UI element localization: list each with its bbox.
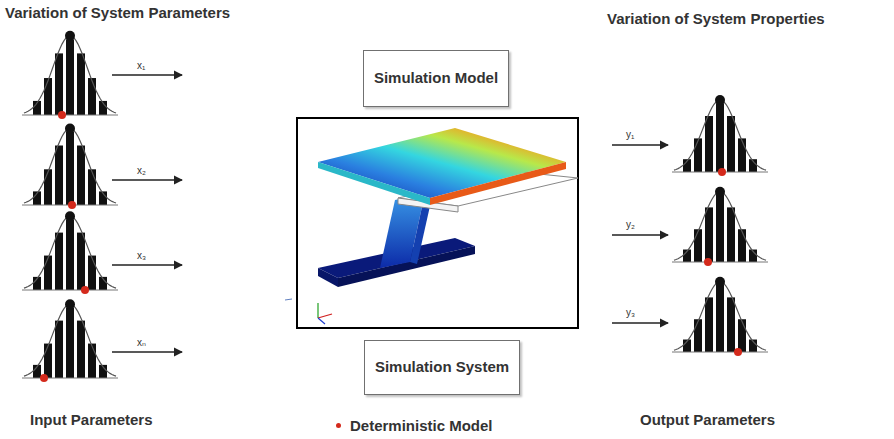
histogram-axis: [22, 378, 118, 379]
histogram-bar: [44, 78, 52, 115]
histogram-bar: [55, 53, 63, 115]
histogram: [22, 211, 118, 294]
histogram-bar: [88, 256, 96, 290]
histogram-bar: [738, 138, 746, 172]
flow-arrow: [112, 74, 182, 75]
deterministic-dot: [718, 168, 726, 176]
legend-dot: [336, 423, 341, 428]
histogram: [22, 31, 118, 119]
input-variable: x₂: [137, 165, 146, 176]
legend-text: Deterministic Model: [350, 417, 493, 434]
histogram-bar: [44, 344, 52, 378]
bell-curve: [674, 282, 766, 350]
deterministic-dot: [704, 258, 712, 266]
histogram-bar: [44, 256, 52, 290]
histogram: [22, 299, 118, 382]
axis-caption: Input Parameters: [30, 411, 153, 428]
histogram-bar: [55, 321, 63, 378]
histogram-axis: [672, 352, 768, 353]
histogram-bar: [44, 169, 52, 205]
process-box: Simulation Model: [363, 50, 509, 107]
bell-curve: [674, 100, 766, 170]
histogram-bar: [55, 146, 63, 206]
histogram-bar: [738, 319, 746, 352]
histogram-bar: [727, 297, 735, 352]
bell-curve: [674, 192, 766, 260]
histogram-bar: [716, 195, 724, 262]
histogram-bar: [77, 321, 85, 378]
histogram-bar: [77, 146, 85, 206]
histogram-bar: [716, 285, 724, 352]
flow-arrow: [112, 179, 182, 180]
histogram-bar: [66, 219, 74, 290]
peak-dot: [65, 124, 75, 134]
output-variable: y₃: [626, 307, 635, 318]
input-variable: xₙ: [137, 337, 146, 348]
histogram-bar: [77, 233, 85, 290]
box-label: Simulation System: [375, 358, 509, 377]
histogram-bar: [694, 138, 702, 172]
histogram-bar: [705, 297, 713, 352]
histogram-bar: [738, 229, 746, 262]
histogram-bar: [727, 116, 735, 172]
peak-dot: [65, 31, 75, 41]
histogram-bar: [66, 132, 74, 205]
flow-arrow: [612, 234, 668, 235]
histogram-bar: [694, 319, 702, 352]
column-heading: Variation of System Properties: [607, 10, 825, 27]
histogram-bar: [88, 344, 96, 378]
histogram-axis: [22, 290, 118, 291]
histogram-axis: [672, 262, 768, 263]
histogram-axis: [22, 115, 118, 116]
bell-curve: [24, 304, 116, 376]
histogram-bar: [727, 207, 735, 262]
histogram-bar: [55, 233, 63, 290]
flow-arrow: [112, 264, 182, 265]
peak-dot: [65, 299, 75, 309]
output-variable: y₁: [626, 129, 634, 140]
histogram-bar: [694, 229, 702, 262]
deterministic-dot: [734, 348, 742, 356]
bell-curve: [24, 216, 116, 288]
histogram: [672, 187, 768, 266]
flow-arrow: [612, 144, 668, 145]
flow-arrow: [112, 351, 182, 352]
peak-dot: [715, 95, 725, 105]
histogram: [672, 95, 768, 176]
flow-arrow: [612, 322, 668, 323]
legend-entry: Deterministic Model: [336, 417, 493, 434]
bell-curve: [24, 129, 116, 204]
histogram-bar: [705, 116, 713, 172]
histogram: [22, 124, 118, 210]
deterministic-dot: [68, 201, 76, 209]
histogram-bar: [705, 207, 713, 262]
histogram-bar: [88, 78, 96, 115]
deterministic-dot: [40, 374, 48, 382]
process-box: Simulation System: [364, 340, 520, 395]
histogram-bar: [66, 39, 74, 115]
histogram-bar: [716, 103, 724, 172]
input-variable: x₁: [137, 60, 145, 71]
deterministic-dot: [58, 111, 66, 119]
peak-dot: [715, 277, 725, 287]
column-heading: Variation of System Parameters: [5, 4, 230, 21]
peak-dot: [65, 211, 75, 221]
histogram: [672, 277, 768, 356]
peak-dot: [715, 187, 725, 197]
bell-curve: [24, 36, 116, 113]
box-label: Simulation Model: [374, 69, 498, 88]
axis-caption: Output Parameters: [640, 411, 775, 428]
histogram-bar: [88, 169, 96, 205]
distribution-histograms: [22, 31, 768, 382]
histogram-bar: [66, 307, 74, 378]
output-variable: y₂: [626, 219, 635, 230]
deterministic-dot: [81, 286, 89, 294]
input-variable: x₃: [137, 250, 146, 261]
histogram-bar: [77, 53, 85, 115]
model-frame: [285, 118, 578, 328]
